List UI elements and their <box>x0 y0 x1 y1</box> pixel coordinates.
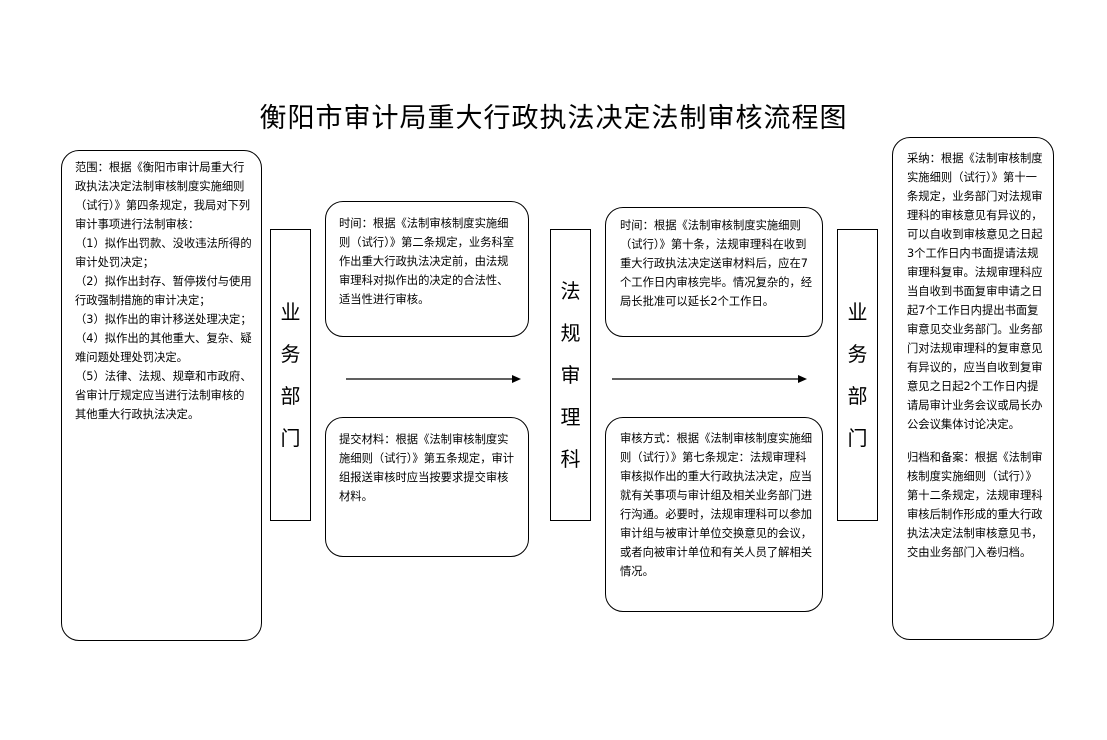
flow-arrow-1 <box>346 375 521 383</box>
review-method-text: 审核方式：根据《法制审核制度实施细则（试行）》第七条规定：法规审理科审核拟作出的… <box>620 432 813 578</box>
business-dept-left-box: 业 务 部 门 <box>270 229 311 521</box>
materials-text: 提交材料：根据《法制审核制度实施细则（试行）》第五条规定，审计组报送审核时应当按… <box>339 433 515 503</box>
legal-review-char: 法 <box>560 279 581 303</box>
business-dept-left-char: 业 <box>280 300 301 324</box>
scope-intro: 范围：根据《衡阳市审计局重大行政执法决定法制审核制度实施细则（试行）》第四条规定… <box>75 161 251 231</box>
legal-review-char: 科 <box>560 447 581 471</box>
archive-text: 归档和备案：根据《法制审核制度实施细则（试行）》第十二条规定，法规审理科审核后制… <box>907 451 1043 559</box>
business-dept-left-char: 门 <box>280 426 301 450</box>
legal-review-char: 规 <box>560 321 581 345</box>
business-dept-right-char: 务 <box>847 342 868 366</box>
review-method-box: 审核方式：根据《法制审核制度实施细则（试行）》第七条规定：法规审理科审核拟作出的… <box>605 417 823 612</box>
page-title: 衡阳市审计局重大行政执法决定法制审核流程图 <box>259 103 848 134</box>
time-text-1: 时间：根据《法制审核制度实施细则（试行）》第二条规定，业务科室作出重大行政执法决… <box>339 217 515 306</box>
legal-review-char: 理 <box>560 405 581 429</box>
business-dept-left-char: 务 <box>280 342 301 366</box>
business-dept-right-char: 门 <box>847 426 868 450</box>
scope-box: 范围：根据《衡阳市审计局重大行政执法决定法制审核制度实施细则（试行）》第四条规定… <box>61 150 262 641</box>
legal-review-box: 法 规 审 理 科 <box>550 229 591 521</box>
scope-item-2: （2）拟作出封存、暂停拨付与使用行政强制措施的审计决定； <box>75 275 252 307</box>
adopt-text: 采纳：根据《法制审核制度实施细则（试行）》第十一条规定，业务部门对法规审理科的审… <box>907 152 1043 431</box>
scope-item-4: （4）拟作出的其他重大、复杂、疑难问题处理处罚决定。 <box>75 332 252 364</box>
business-dept-right-char: 业 <box>847 300 868 324</box>
business-dept-right-box: 业 务 部 门 <box>837 229 878 521</box>
time-box-1: 时间：根据《法制审核制度实施细则（试行）》第二条规定，业务科室作出重大行政执法决… <box>325 201 529 337</box>
business-dept-left-char: 部 <box>280 384 301 408</box>
business-dept-right-char: 部 <box>847 384 868 408</box>
materials-box: 提交材料：根据《法制审核制度实施细则（试行）》第五条规定，审计组报送审核时应当按… <box>325 417 529 557</box>
legal-review-char: 审 <box>560 363 581 387</box>
scope-item-5: （5）法律、法规、规章和市政府、省审计厅规定应当进行法制审核的其他重大行政执法决… <box>75 370 252 421</box>
adopt-archive-box: 采纳：根据《法制审核制度实施细则（试行）》第十一条规定，业务部门对法规审理科的审… <box>892 137 1054 640</box>
time-text-2: 时间：根据《法制审核制度实施细则（试行）》第十条，法规审理科在收到重大行政执法决… <box>620 219 813 308</box>
flow-arrow-2 <box>612 375 807 383</box>
scope-item-1: （1）拟作出罚款、没收违法所得的审计处罚决定； <box>75 237 252 269</box>
scope-item-3: （3）拟作出的审计移送处理决定； <box>75 313 252 326</box>
time-box-2: 时间：根据《法制审核制度实施细则（试行）》第十条，法规审理科在收到重大行政执法决… <box>605 207 823 337</box>
